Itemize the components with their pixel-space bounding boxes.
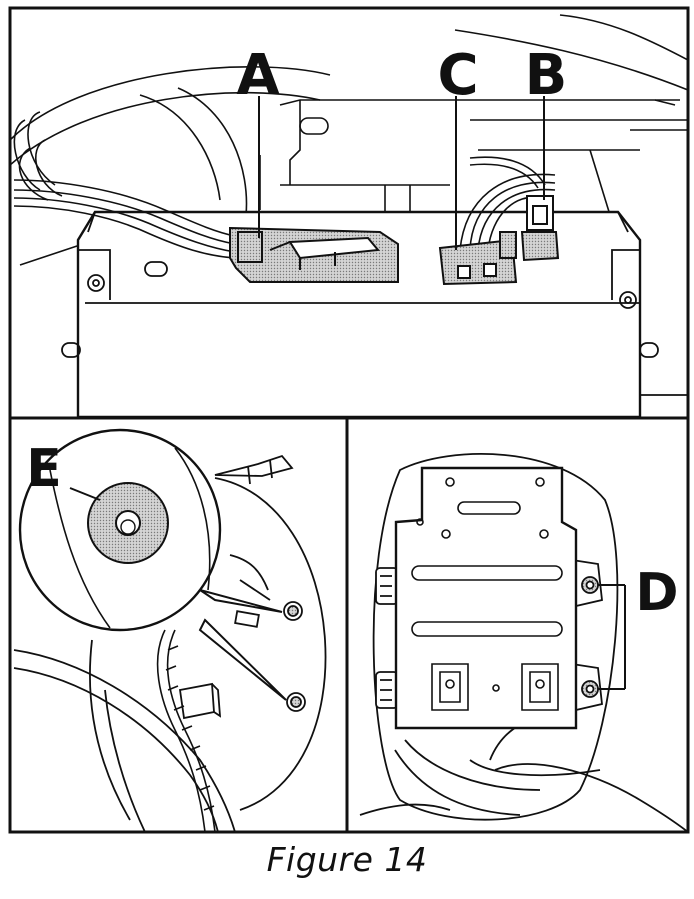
callout-b: B (525, 43, 568, 108)
bracket-plate (394, 466, 578, 730)
figure-caption: Figure 14 (266, 840, 428, 879)
magnifier-e (18, 428, 287, 701)
bottom-left-panel (13, 428, 327, 831)
callout-a: A (236, 43, 280, 108)
bottom-right-panel (359, 453, 688, 831)
top-panel (10, 14, 688, 417)
connector-c (438, 231, 518, 286)
panel-frames (8, 6, 690, 834)
connector-a (229, 226, 399, 283)
callout-d: D (635, 563, 678, 623)
callout-e: E (26, 439, 62, 499)
callout-c: C (437, 43, 478, 108)
connector-b (520, 195, 560, 262)
